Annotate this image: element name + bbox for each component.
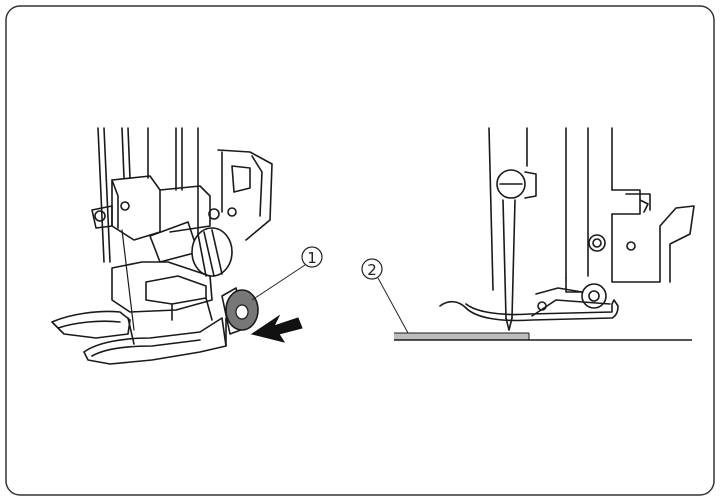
foot-shank <box>531 277 611 317</box>
needle-clamp-screw <box>496 169 537 199</box>
release-button <box>221 287 259 335</box>
foot-holder-side <box>588 189 695 283</box>
callout-1: 1 <box>251 246 323 301</box>
fabric <box>394 332 692 341</box>
foot-ankle <box>111 261 213 321</box>
callout-1-label: 1 <box>307 249 317 267</box>
callout-2-leader <box>377 277 409 334</box>
needle-bar <box>488 127 613 291</box>
fabric-layer-gray <box>394 333 529 340</box>
foot-sole-side <box>439 299 619 322</box>
presser-foot-side-view <box>439 127 695 331</box>
needle <box>502 199 516 331</box>
push-arrow-icon <box>250 314 303 343</box>
presser-foot-front-view <box>51 127 273 365</box>
foot-sole <box>51 310 227 365</box>
callout-2: 2 <box>361 258 409 334</box>
callout-2-label: 2 <box>367 261 377 279</box>
needle <box>121 229 135 331</box>
callout-1-leader <box>251 264 306 301</box>
diagram-border <box>5 5 715 496</box>
thumb-screw <box>149 221 233 277</box>
needle-shank <box>97 127 199 263</box>
